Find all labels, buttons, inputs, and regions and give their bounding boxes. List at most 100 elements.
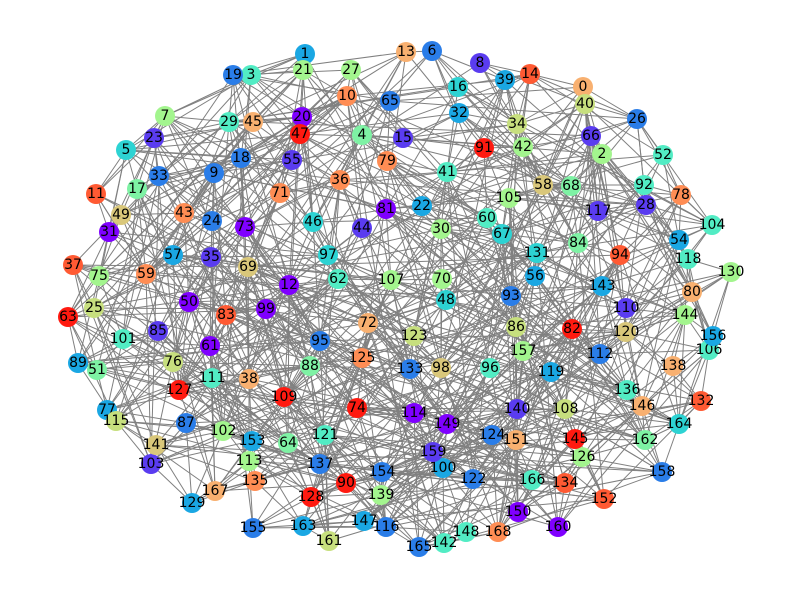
graph-edge: [516, 123, 572, 187]
node-circle: [691, 391, 711, 411]
node-circle: [617, 380, 637, 400]
graph-edge: [153, 137, 213, 222]
graph-edge: [209, 51, 407, 347]
graph-edge: [625, 331, 710, 351]
node-label: 108: [552, 401, 579, 417]
graph-edge: [98, 275, 124, 340]
graph-edge: [122, 338, 211, 347]
graph-edge: [409, 368, 519, 513]
node-label: 102: [210, 423, 237, 439]
node-circle: [565, 429, 585, 449]
graph-edge: [251, 368, 411, 442]
graph-edge: [457, 86, 621, 256]
graph-edge: [516, 103, 586, 125]
graph-node: 50: [179, 292, 199, 312]
node-label: 69: [239, 259, 257, 275]
node-label: 68: [562, 178, 580, 194]
graph-node: 116: [373, 517, 399, 537]
graph-edge: [381, 285, 603, 473]
graph-edge: [98, 121, 254, 277]
node-label: 41: [438, 164, 456, 180]
node-circle: [653, 145, 673, 165]
graph-edge: [508, 197, 599, 212]
graph-edge: [302, 69, 387, 210]
graph-edge: [497, 408, 518, 533]
graph-edge: [443, 478, 474, 544]
graph-edge: [446, 423, 519, 513]
node-label: 113: [236, 453, 263, 469]
graph-node: 33: [149, 166, 169, 186]
graph-edge: [446, 86, 459, 173]
node-circle: [223, 65, 243, 85]
node-label: 81: [377, 201, 395, 217]
node-label: 146: [629, 398, 656, 414]
graph-edge: [302, 525, 387, 528]
node-circle: [144, 128, 164, 148]
graph-edge: [283, 396, 445, 544]
graph-node: 94: [610, 245, 630, 265]
graph-edge: [310, 278, 443, 498]
node-circle: [400, 359, 420, 379]
node-circle: [575, 94, 595, 114]
node-label: 96: [481, 360, 499, 376]
graph-node: 38: [239, 369, 259, 389]
node-label: 58: [534, 177, 552, 193]
graph-edge: [191, 430, 224, 504]
graph-edge: [120, 100, 391, 216]
node-circle: [372, 462, 392, 482]
node-label: 48: [437, 292, 455, 308]
graph-node: 56: [525, 266, 545, 286]
graph-node: 95: [310, 331, 330, 351]
node-circle: [663, 356, 683, 376]
node-label: 37: [64, 257, 82, 273]
graph-node: 151: [503, 430, 529, 450]
node-circle: [315, 425, 335, 445]
graph-node: 73: [235, 217, 255, 237]
graph-node: 21: [293, 60, 313, 80]
node-label: 88: [301, 358, 319, 374]
node-circle: [522, 470, 542, 490]
node-label: 74: [348, 400, 366, 416]
graph-edge: [515, 371, 552, 441]
node-circle: [200, 336, 220, 356]
node-label: 42: [514, 139, 532, 155]
graph-edge: [601, 285, 628, 391]
graph-edge: [641, 239, 680, 407]
graph-node: 111: [199, 368, 225, 388]
graph-edge: [136, 188, 216, 492]
graph-edge: [625, 291, 693, 309]
graph-edge: [120, 212, 185, 216]
graph-edge: [248, 460, 312, 498]
node-label: 59: [137, 266, 155, 282]
graph-edge: [209, 308, 267, 347]
graph-edge: [574, 335, 714, 440]
graph-node: 135: [242, 471, 268, 491]
graph-node: 35: [201, 247, 221, 267]
node-label: 64: [279, 435, 297, 451]
graph-node: 14: [520, 64, 540, 84]
graph-node: 124: [479, 425, 505, 445]
graph-edge: [252, 121, 329, 256]
graph-edge: [157, 69, 352, 332]
node-label: 165: [406, 539, 433, 555]
node-circle: [290, 124, 310, 144]
graph-edge: [115, 361, 174, 422]
node-circle: [627, 109, 647, 129]
node-label: 133: [397, 361, 424, 377]
graph-edge: [251, 440, 304, 527]
node-label: 67: [493, 226, 511, 242]
graph-node: 75: [89, 266, 109, 286]
graph-edge: [106, 365, 311, 411]
node-label: 19: [224, 67, 242, 83]
graph-edge: [155, 377, 213, 446]
graph-edge: [319, 340, 358, 409]
graph-edge: [440, 228, 538, 254]
graph-node: 46: [303, 212, 323, 232]
graph-edge: [67, 316, 321, 465]
graph-edge: [431, 50, 506, 81]
graph-node: 138: [660, 356, 686, 376]
graph-node: 136: [614, 380, 640, 400]
graph-node: 32: [449, 103, 469, 123]
